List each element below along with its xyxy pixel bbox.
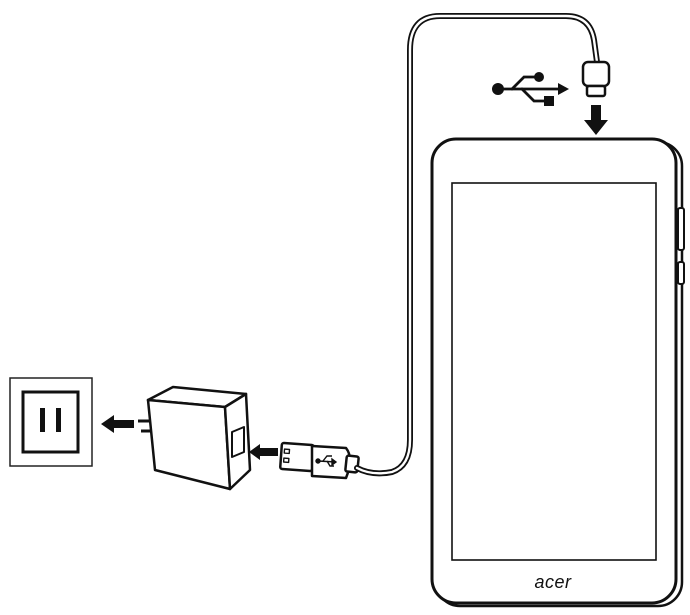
tablet-screen — [451, 182, 657, 561]
arrow-left-icon — [249, 444, 278, 460]
outlet-slot-left — [40, 408, 45, 432]
micro-usb-plug — [581, 60, 611, 98]
power-adapter — [138, 385, 252, 491]
arrow-down-icon — [584, 105, 608, 135]
usb-icon — [492, 72, 569, 106]
wall-outlet — [9, 377, 93, 467]
outlet-slot-right — [56, 408, 61, 432]
usb-icon — [315, 455, 338, 467]
arrow-left-icon — [101, 415, 134, 433]
usb-a-plug — [279, 441, 360, 480]
tablet-device: acer — [430, 137, 685, 608]
power-button — [677, 261, 685, 285]
volume-button — [677, 207, 685, 251]
brand-logo: acer — [534, 572, 572, 592]
